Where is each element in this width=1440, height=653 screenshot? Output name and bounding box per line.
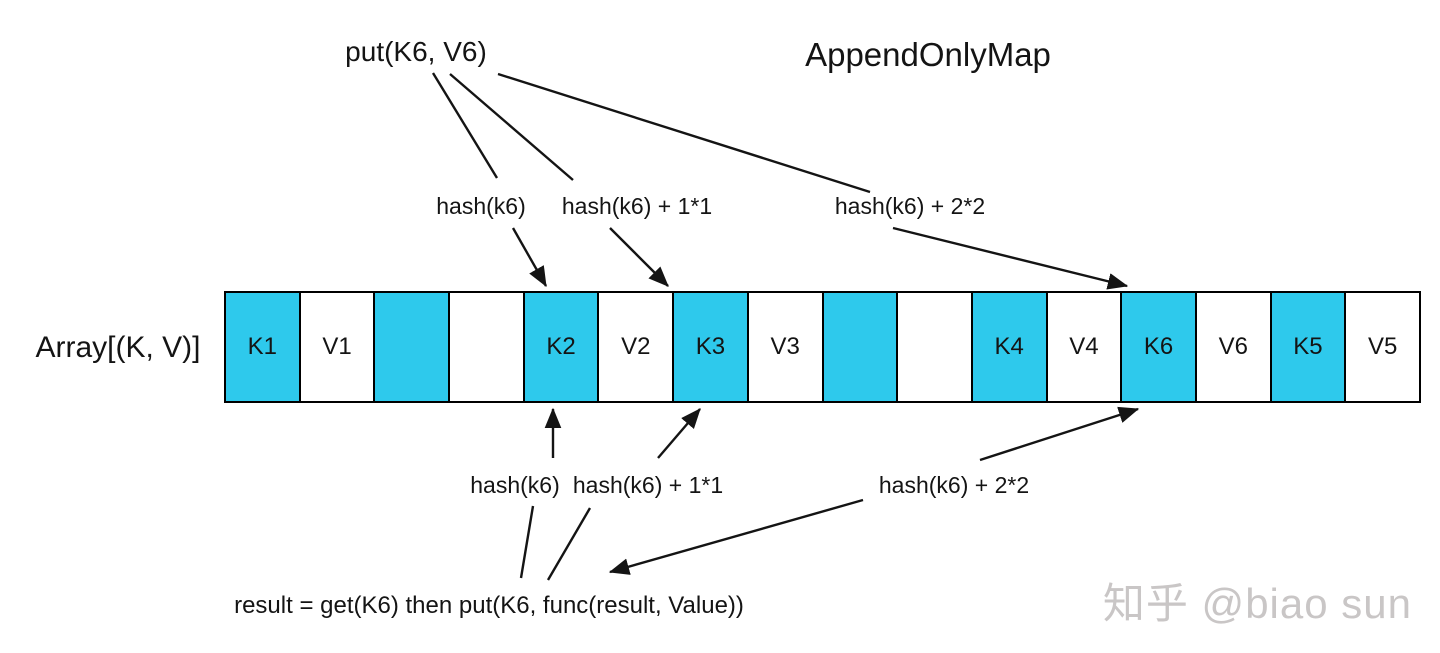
hash-label-top-1: hash(k6) + 1*1 [561, 193, 713, 219]
array-cell-empty-value [898, 293, 973, 401]
arrow-bottom-hash2-to-k6 [979, 406, 1140, 462]
array-cell-empty-key [375, 293, 451, 401]
append-only-map-array: K1 V1 K2 V2 K3 V3 K4 V4 K6 V6 K5 V5 [224, 291, 1421, 403]
hash-label-bottom-1: hash(k6) + 1*1 [572, 472, 724, 498]
array-cell-k6: K6 [1122, 293, 1197, 401]
arrow-hash2-to-result [608, 498, 864, 575]
array-cell-v3: V3 [749, 293, 824, 401]
hash-label-bottom-2: hash(k6) + 2*2 [878, 472, 1030, 498]
arrow-hash2-to-k6 [892, 226, 1129, 290]
hash-label-top-0: hash(k6) [436, 193, 526, 219]
array-cell-v4: V4 [1048, 293, 1123, 401]
array-cell-k5: K5 [1271, 293, 1347, 401]
array-cell-k1: K1 [226, 293, 301, 401]
arrow-hash1-to-k3 [609, 227, 669, 287]
arrow-hash0-to-k2 [511, 227, 548, 288]
array-label: Array[(K, V)] [35, 331, 201, 364]
hash-label-top-2: hash(k6) + 2*2 [834, 193, 986, 219]
array-cell-empty-value [450, 293, 525, 401]
watermark: 知乎 @biao sun [1102, 580, 1412, 627]
arrow-bottom-hash1-to-k3 [657, 408, 701, 459]
array-cell-v6: V6 [1197, 293, 1272, 401]
array-cell-v1: V1 [301, 293, 376, 401]
line-put-to-hash1 [449, 73, 574, 181]
array-cell-k4: K4 [972, 293, 1048, 401]
array-cell-v2: V2 [599, 293, 675, 401]
result-expression-label: result = get(K6) then put(K6, func(resul… [234, 592, 744, 619]
put-operation-label: put(K6, V6) [345, 36, 487, 67]
array-cell-k3: K3 [674, 293, 749, 401]
diagram-title: AppendOnlyMap [805, 36, 1051, 73]
line-result-to-hash0 [519, 505, 535, 579]
array-cell-k2: K2 [524, 293, 600, 401]
line-put-to-hash0 [431, 72, 499, 179]
array-cell-v5: V5 [1367, 333, 1398, 360]
hash-label-bottom-0: hash(k6) [470, 472, 560, 498]
array-cell-empty-key [823, 293, 899, 401]
line-put-to-hash2 [497, 72, 871, 194]
line-result-to-hash1 [546, 507, 592, 581]
